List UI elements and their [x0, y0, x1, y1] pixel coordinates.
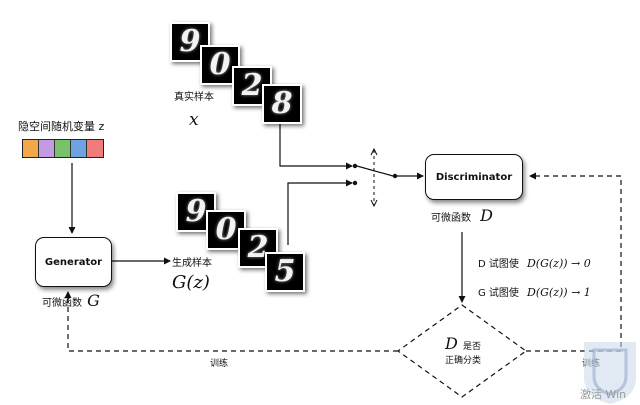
latent-label: 隐空间随机变量 z: [18, 118, 104, 134]
decision-diamond: [396, 304, 528, 398]
watermark-seal: [576, 338, 640, 405]
latent-vector: [22, 139, 104, 158]
switch-blade: [356, 165, 394, 177]
generator-label: Generator: [44, 256, 103, 268]
decision-line2: 正确分类: [444, 356, 481, 366]
objective-g: G 试图使 D(G(z)) → 1: [478, 281, 591, 300]
objective-d-prefix: D 试图使: [478, 259, 519, 270]
real-samples-label: 真实样本: [174, 92, 214, 103]
decision-line1: 是否: [462, 342, 481, 352]
decision-text: D 是否 正确分类: [432, 334, 494, 366]
train-left-label: 训练: [210, 359, 229, 369]
latent-cell: [55, 140, 71, 157]
fake-samples-math: G(z): [172, 272, 210, 293]
discriminator-box: Discriminator: [425, 154, 523, 200]
generator-caption: 可微函数 G: [42, 291, 100, 310]
decision-math: D: [445, 334, 458, 353]
discriminator-caption-math: D: [480, 206, 493, 225]
generator-caption-math: G: [87, 291, 100, 310]
generator-box: Generator: [35, 237, 112, 287]
train-generator-feedback: [64, 291, 398, 352]
train-discriminator-feedback: [526, 172, 622, 352]
latent-cell: [87, 140, 103, 157]
watermark-text: 激活 Win: [580, 388, 627, 401]
fake-samples-label: 生成样本: [172, 258, 212, 269]
latent-cell: [71, 140, 87, 157]
discriminator-caption-text: 可微函数: [431, 213, 471, 224]
fake-sample-digit: 5: [265, 252, 305, 292]
discriminator-label: Discriminator: [435, 171, 513, 183]
fake-to-switch-line: [287, 179, 353, 245]
objective-g-expr: D(G(z)) → 1: [527, 286, 591, 299]
real-samples-math: x: [189, 110, 199, 130]
real-sample-digit: 8: [262, 84, 302, 124]
latent-cell: [23, 140, 39, 157]
generator-caption-text: 可微函数: [42, 298, 82, 309]
real-to-switch-line: [279, 120, 353, 170]
objective-g-prefix: G 试图使: [478, 288, 519, 299]
discriminator-caption: 可微函数 D: [431, 206, 493, 225]
shield-icon: [584, 342, 636, 404]
latent-cell: [39, 140, 55, 157]
objective-d: D 试图使 D(G(z)) → 0: [478, 252, 591, 271]
latent-label-text: 隐空间随机变量 z: [18, 120, 105, 133]
objective-d-expr: D(G(z)) → 0: [526, 257, 591, 270]
